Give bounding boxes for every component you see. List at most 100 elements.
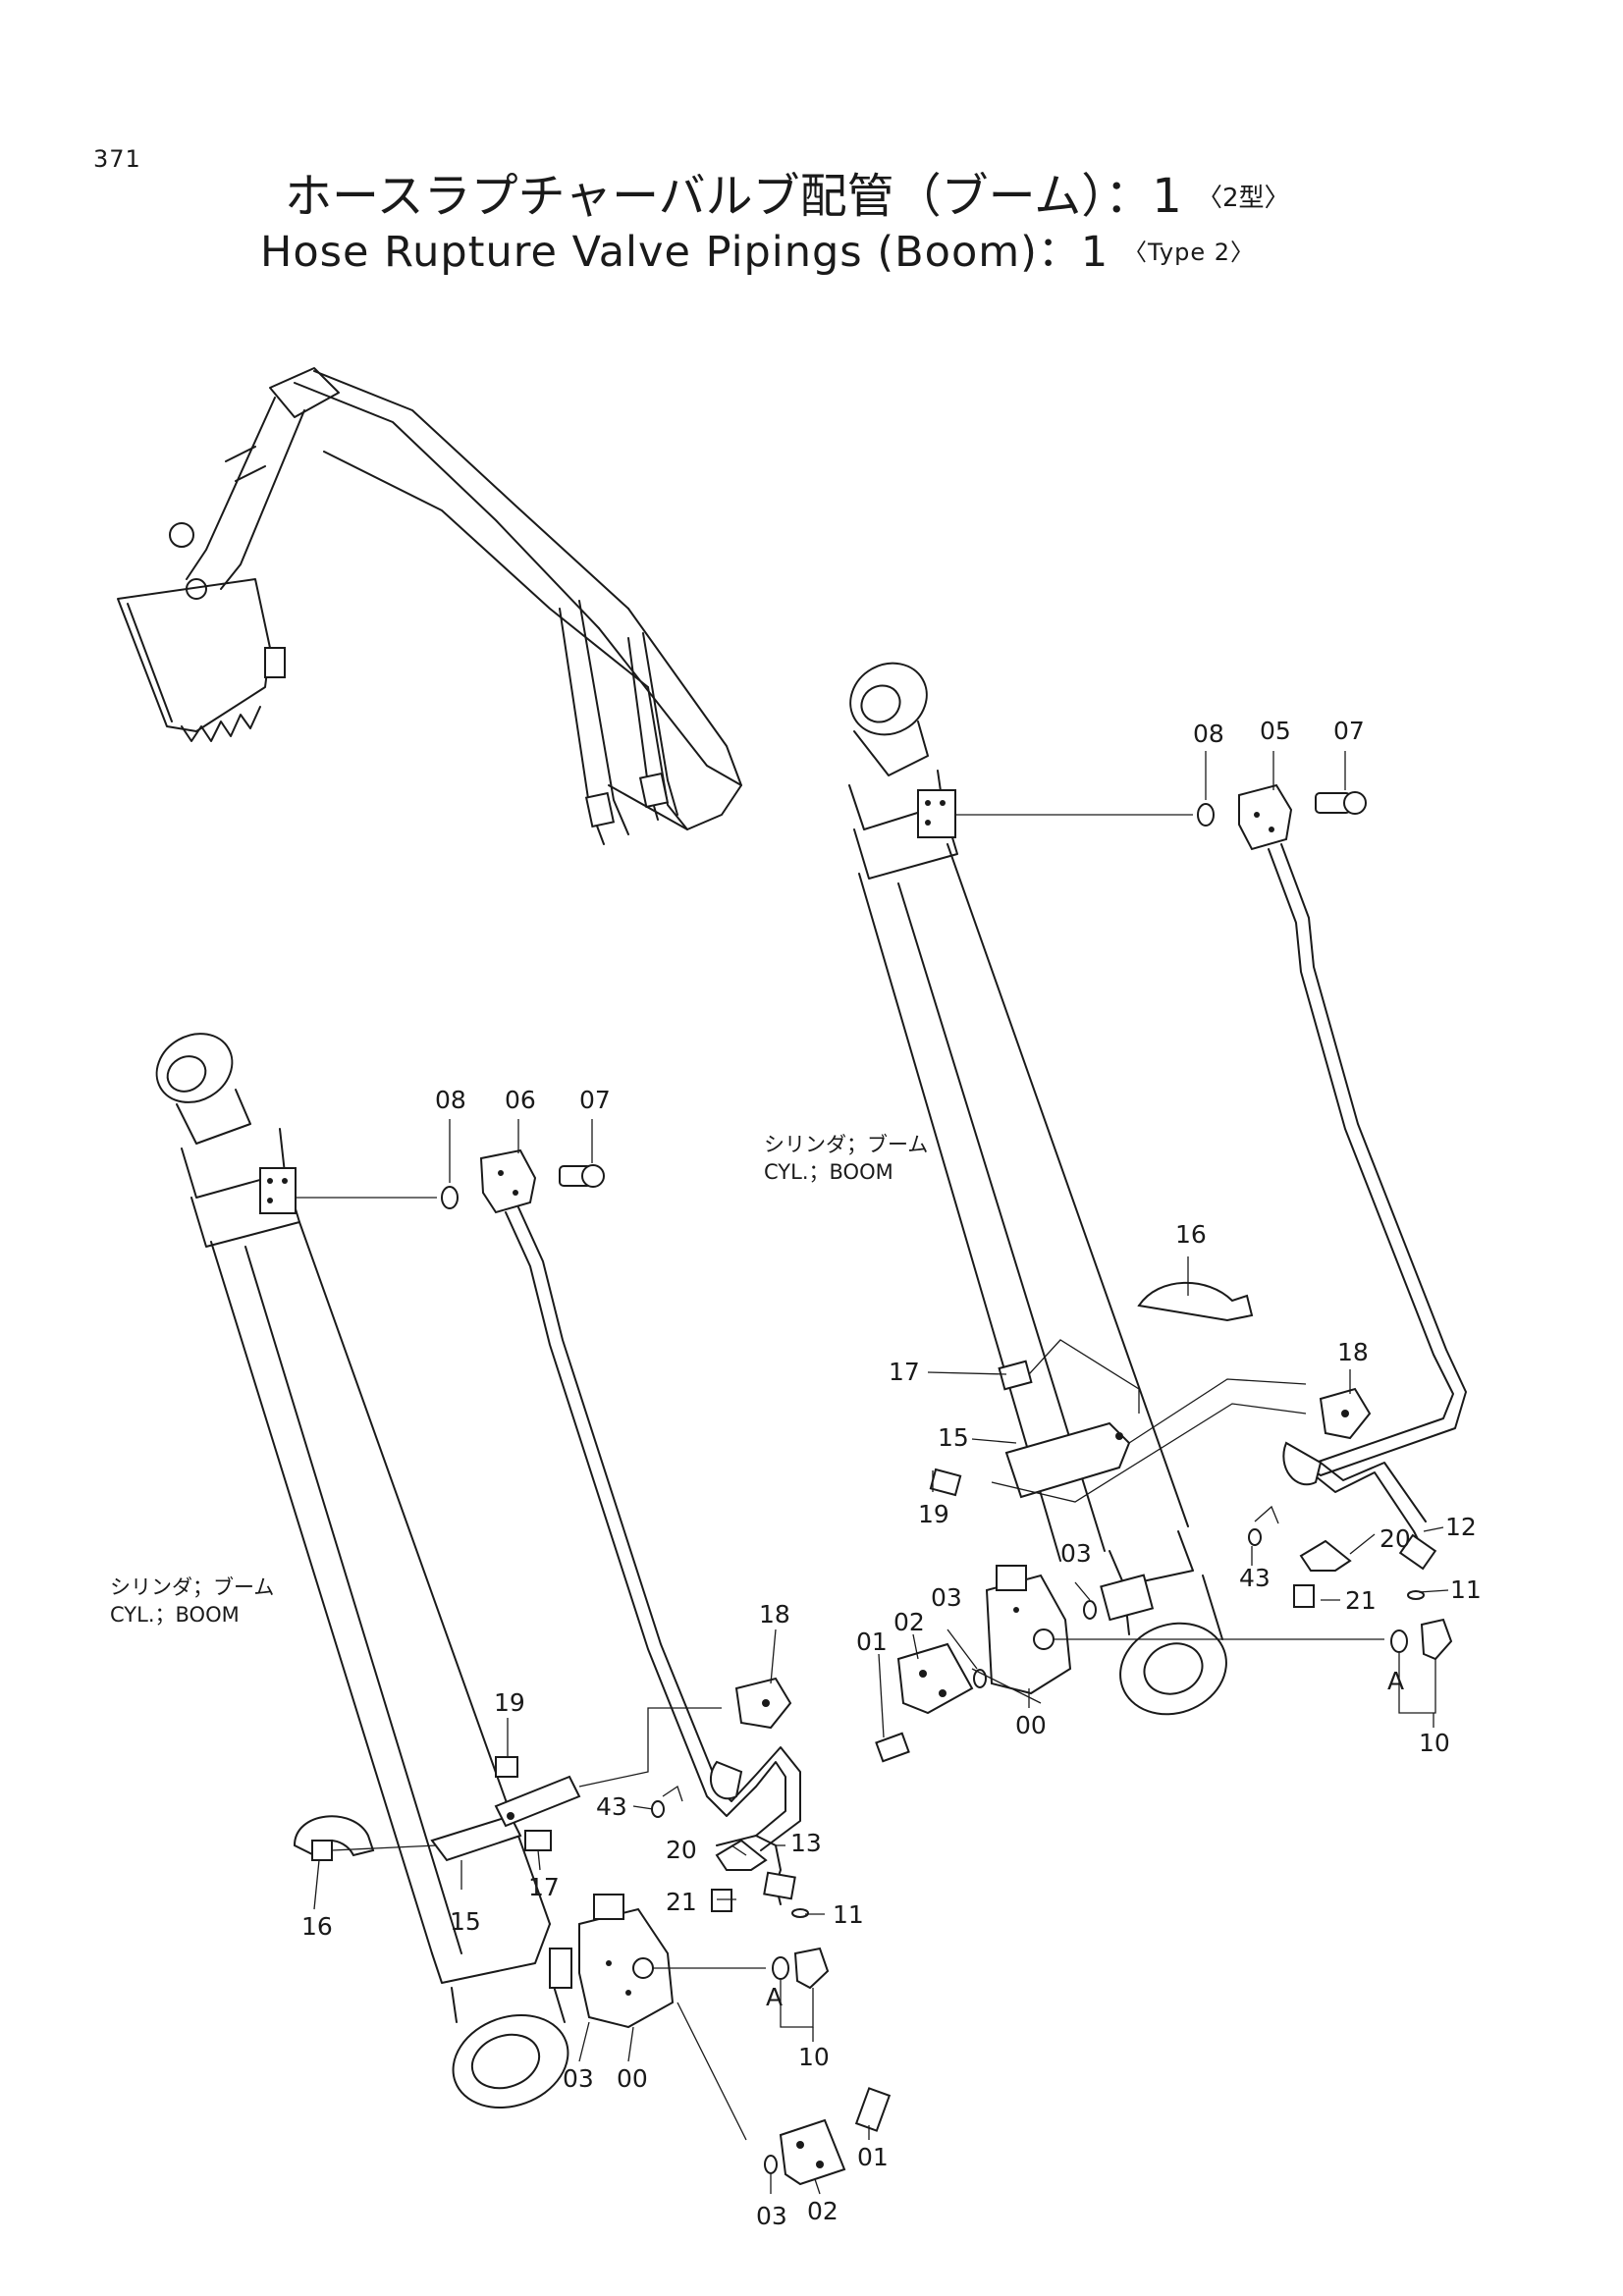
part-label-18-right: 18 bbox=[1337, 1338, 1369, 1366]
cylinder-note-right-ja: シリンダ；ブーム bbox=[764, 1133, 929, 1156]
part-label-20-left: 20 bbox=[666, 1836, 697, 1864]
bolt-19-left bbox=[495, 1756, 518, 1778]
part-label-00-left: 00 bbox=[617, 2064, 648, 2093]
cylinder-note-left-ja: シリンダ；ブーム bbox=[110, 1575, 275, 1599]
part-label-01-right: 01 bbox=[856, 1628, 888, 1656]
o-ring-43-right bbox=[1248, 1528, 1262, 1546]
pipe-12-end bbox=[1398, 1533, 1437, 1571]
part-label-10-left: 10 bbox=[798, 2043, 830, 2071]
elbow-10-left bbox=[793, 1947, 830, 1990]
left-hose-rupture-valve bbox=[578, 1894, 892, 2186]
part-label-01-left: 01 bbox=[857, 2143, 889, 2171]
valve-00-left bbox=[578, 1907, 675, 2029]
title-english: Hose Rupture Valve Pipings (Boom)：1 〈Typ… bbox=[260, 218, 1255, 279]
part-label-15-left: 15 bbox=[450, 1907, 481, 1936]
left-clamp-hardware bbox=[293, 1677, 809, 1918]
flange-02-right bbox=[896, 1642, 974, 1715]
part-label-17-right: 17 bbox=[889, 1358, 920, 1386]
part-label-16-left: 16 bbox=[301, 1912, 333, 1941]
bracket-15-right bbox=[1004, 1421, 1131, 1499]
title-japanese-type: 〈2型〉 bbox=[1197, 184, 1290, 213]
tab-03-left bbox=[549, 1948, 572, 1989]
part-label-20-right: 20 bbox=[1380, 1524, 1411, 1553]
cylinder-note-right: シリンダ；ブーム CYL.；BOOM bbox=[764, 1131, 928, 1187]
part-label-15-right: 15 bbox=[938, 1423, 969, 1452]
part-label-07-left: 07 bbox=[579, 1086, 611, 1114]
pipe-13-end bbox=[763, 1871, 796, 1900]
part-label-02-right: 02 bbox=[893, 1608, 925, 1636]
part-label-18-left: 18 bbox=[759, 1600, 790, 1629]
bolt-01-right bbox=[875, 1732, 910, 1763]
right-clamp-hardware bbox=[929, 1281, 1425, 1608]
part-label-03-right-mid: 03 bbox=[931, 1583, 962, 1612]
part-label-08-left: 08 bbox=[435, 1086, 466, 1114]
left-boom-cylinder bbox=[155, 1033, 572, 2109]
bolt-01-left bbox=[854, 2087, 892, 2132]
clamp-16-left-tab bbox=[311, 1840, 333, 1861]
o-ring-08-left bbox=[441, 1186, 459, 1209]
part-label-16-right: 16 bbox=[1175, 1220, 1207, 1249]
flange-06 bbox=[479, 1148, 537, 1214]
part-label-19-left: 19 bbox=[494, 1688, 525, 1717]
hose-rupture-port-block-left bbox=[259, 1167, 297, 1214]
flange-05 bbox=[1238, 783, 1293, 851]
title-japanese-text: ホースラプチャーバルブ配管（ブーム）：1 bbox=[285, 169, 1182, 224]
o-ring-11-left bbox=[791, 1908, 809, 1918]
hose-rupture-port-block-right bbox=[917, 789, 956, 838]
title-english-type: 〈Type 2〉 bbox=[1122, 239, 1255, 266]
o-ring-03-right-b bbox=[1083, 1600, 1097, 1620]
o-ring-03-left bbox=[764, 2155, 778, 2174]
leader-lines bbox=[313, 751, 1449, 2195]
cylinder-note-right-en: CYL.；BOOM bbox=[764, 1160, 893, 1185]
o-ring-08-right bbox=[1197, 803, 1215, 827]
cylinder-note-left-en: CYL.；BOOM bbox=[110, 1603, 240, 1628]
part-label-43-left: 43 bbox=[596, 1792, 627, 1821]
valve-00-right bbox=[985, 1574, 1072, 1695]
part-label-21-left: 21 bbox=[666, 1888, 697, 1916]
part-label-17-left: 17 bbox=[528, 1873, 560, 1901]
elbow-10-right bbox=[1420, 1618, 1453, 1661]
title-japanese: ホースラプチャーバルブ配管（ブーム）：1 〈2型〉 bbox=[285, 157, 1290, 226]
part-label-03-left-lower: 03 bbox=[756, 2202, 787, 2230]
part-label-02-left: 02 bbox=[807, 2197, 839, 2225]
view-marker-a-left: A bbox=[766, 1983, 784, 2011]
o-ring-11-right bbox=[1407, 1590, 1425, 1600]
part-label-10-right: 10 bbox=[1419, 1729, 1450, 1757]
o-ring-43-left bbox=[651, 1800, 665, 1818]
view-marker-a-right: A bbox=[1387, 1667, 1405, 1695]
part-label-19-right: 19 bbox=[918, 1500, 949, 1528]
cylinder-note-left: シリンダ；ブーム CYL.；BOOM bbox=[110, 1574, 274, 1629]
part-label-43-right: 43 bbox=[1239, 1564, 1271, 1592]
part-label-08-right: 08 bbox=[1193, 720, 1224, 748]
bolt-17-right bbox=[998, 1360, 1033, 1391]
clamp-16-right bbox=[1137, 1281, 1254, 1322]
page-number: 371 bbox=[93, 145, 141, 173]
part-label-12: 12 bbox=[1445, 1513, 1477, 1541]
bolt-21-left bbox=[711, 1889, 732, 1912]
part-label-07-right: 07 bbox=[1333, 717, 1365, 745]
bracket-15-left bbox=[430, 1814, 522, 1862]
clamp-20-right bbox=[1299, 1539, 1352, 1572]
part-label-21-right: 21 bbox=[1345, 1586, 1377, 1615]
title-english-text: Hose Rupture Valve Pipings (Boom)：1 bbox=[260, 228, 1109, 277]
bolt-19-right bbox=[929, 1468, 962, 1497]
part-label-05: 05 bbox=[1260, 717, 1291, 745]
right-boom-cylinder bbox=[848, 662, 1227, 1716]
excavator-overview-sketch bbox=[117, 367, 742, 845]
part-label-13: 13 bbox=[790, 1829, 822, 1857]
bolt-17-left bbox=[524, 1830, 552, 1851]
part-label-03-right-top: 03 bbox=[1060, 1539, 1092, 1568]
flange-02-left bbox=[779, 2118, 846, 2186]
part-label-11-right: 11 bbox=[1450, 1575, 1482, 1604]
o-ring-right bbox=[1390, 1629, 1408, 1653]
right-piping bbox=[955, 783, 1467, 1571]
part-label-03-left-upper: 03 bbox=[563, 2064, 594, 2093]
o-ring-left bbox=[772, 1956, 789, 1980]
part-label-00-right: 00 bbox=[1015, 1711, 1047, 1739]
right-hose-rupture-valve bbox=[875, 1565, 1453, 1763]
left-piping bbox=[296, 1148, 801, 1905]
part-label-06: 06 bbox=[505, 1086, 536, 1114]
bolt-21-right bbox=[1293, 1584, 1315, 1608]
